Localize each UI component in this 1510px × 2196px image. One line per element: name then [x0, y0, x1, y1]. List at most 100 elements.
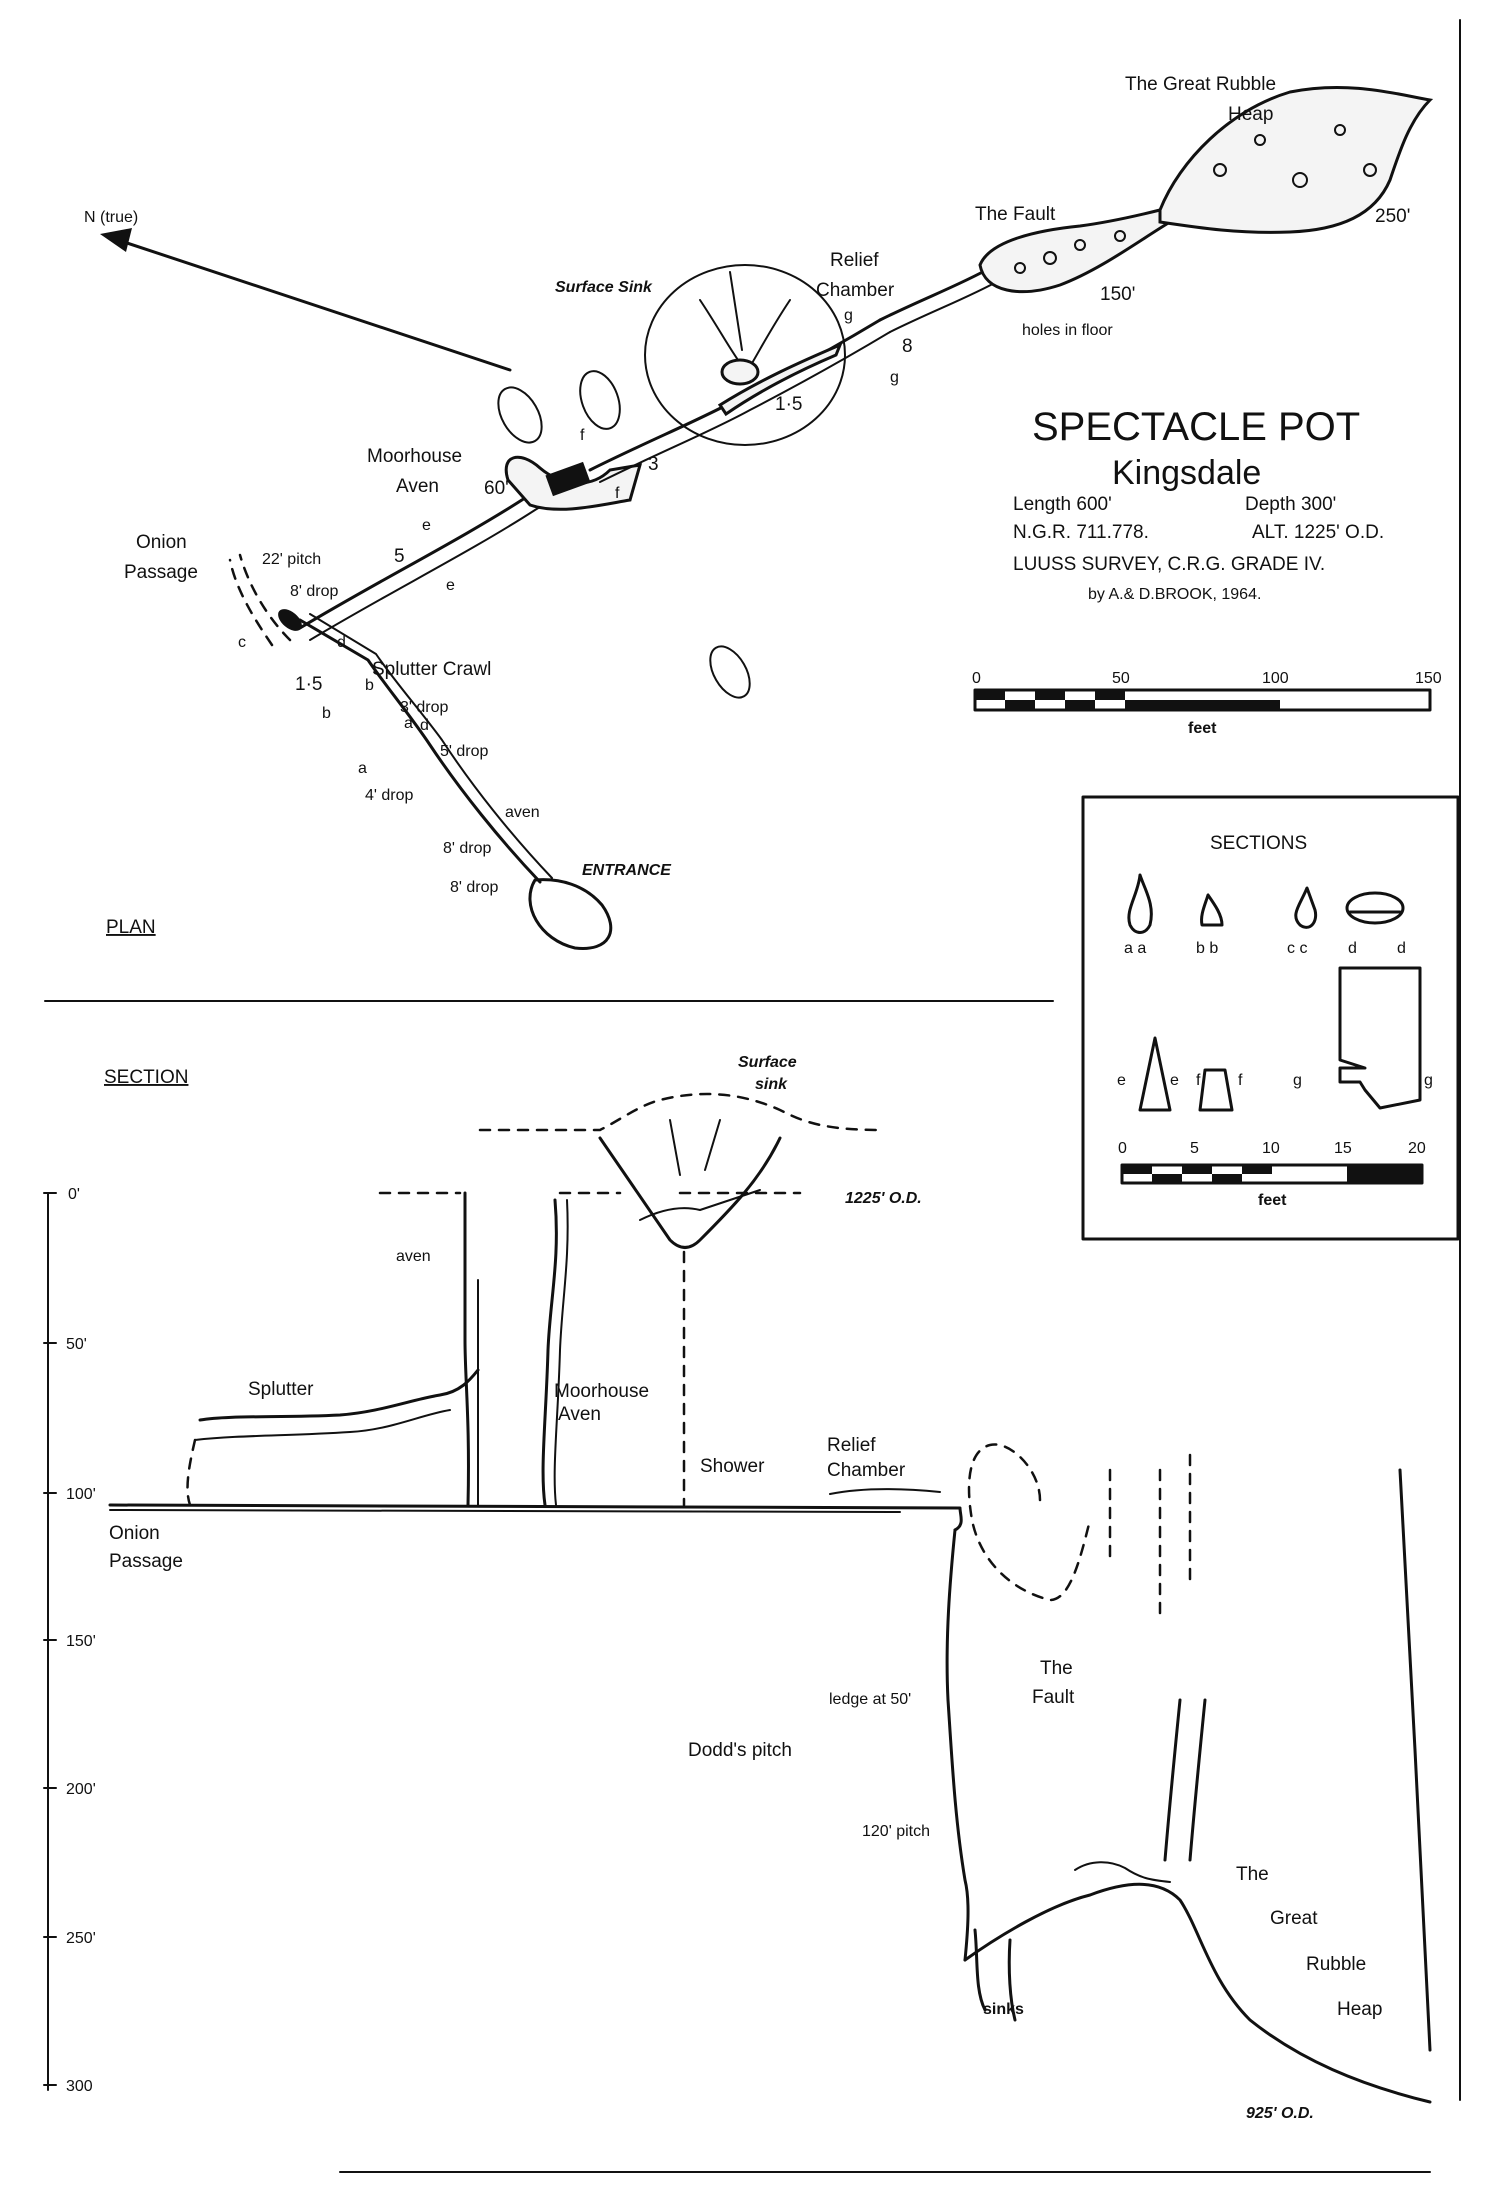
- letter-g1: g: [844, 307, 853, 324]
- alt-text: ALT. 1225' O.D.: [1252, 522, 1384, 543]
- surface-sink-label: Surface Sink: [555, 279, 653, 296]
- fault-west-wall: [945, 1528, 970, 1962]
- drop-8c-label: 8' drop: [450, 879, 499, 896]
- sec-relief-label: Relief: [827, 1435, 876, 1456]
- sec-shower-label: Shower: [700, 1456, 765, 1477]
- letter-b1: b: [322, 705, 331, 722]
- drop-5-label: 5' drop: [440, 743, 489, 760]
- sec-rubble-label-3: Rubble: [1306, 1954, 1366, 1975]
- height-5: 5: [394, 546, 405, 567]
- sec-tick-0: 0: [1118, 1140, 1127, 1157]
- sec-120-label: 120' pitch: [862, 1823, 930, 1840]
- entrance-shaft: [528, 878, 613, 950]
- height-1-5b: 1·5: [295, 674, 322, 695]
- moorhouse-label: Moorhouse: [367, 446, 462, 467]
- onion-label-2: Passage: [124, 562, 198, 583]
- relief-label-2: Chamber: [816, 280, 895, 301]
- section-bb: b b: [1196, 940, 1218, 957]
- plan-view: N (true): [84, 74, 1434, 950]
- depth-axis: [43, 1192, 57, 2086]
- onion-passage-outline: [238, 553, 292, 642]
- ngr-text: N.G.R. 711.778.: [1013, 522, 1149, 543]
- section-d1: d: [1348, 940, 1357, 957]
- section-f2: f: [1238, 1072, 1243, 1089]
- depth-100: 100': [66, 1486, 96, 1503]
- section-e2: e: [1170, 1072, 1179, 1089]
- scale-tick-100: 100: [1262, 670, 1289, 687]
- sec-tick-20: 20: [1408, 1140, 1426, 1157]
- sec-rubble-label-4: Heap: [1337, 1999, 1382, 2020]
- sections-heading: SECTIONS: [1210, 833, 1307, 854]
- od-bottom-label: 925' O.D.: [1246, 2105, 1314, 2122]
- sec-rubble-label: The: [1236, 1864, 1269, 1885]
- surface-sink-cone: [598, 1136, 782, 1249]
- moorhouse-aven-walls: [463, 1191, 558, 1507]
- section-view: SECTION 0' 50' 100' 150' 200' 250' 300: [43, 1054, 1432, 2122]
- survey-title: SPECTACLE POT: [1032, 405, 1360, 449]
- survey-grade-text: LUUSS SURVEY, C.R.G. GRADE IV.: [1013, 554, 1325, 575]
- depth-text: Depth 300': [1245, 494, 1336, 515]
- holes-label: holes in floor: [1022, 322, 1113, 339]
- section-heading: SECTION: [104, 1067, 188, 1088]
- section-f1: f: [1196, 1072, 1201, 1089]
- sec-scale-unit: feet: [1258, 1192, 1287, 1209]
- depth-250: 250': [66, 1930, 96, 1947]
- rubble-heap-label: The Great Rubble: [1125, 74, 1276, 95]
- section-e1: e: [1117, 1072, 1126, 1089]
- letter-f1: f: [580, 427, 585, 444]
- length-text: Length 600': [1013, 494, 1112, 515]
- depth-0: 0': [68, 1186, 80, 1203]
- letter-c: c: [238, 634, 246, 651]
- north-label: N (true): [84, 209, 138, 226]
- rubble-texture: [1014, 124, 1377, 274]
- fault-dashed-arch: [967, 1443, 1092, 1602]
- fault-rubble-column: [1163, 1698, 1207, 1862]
- main-floor: [108, 1503, 963, 1532]
- surveyors-text: by A.& D.BROOK, 1964.: [1088, 586, 1261, 603]
- entrance-label: ENTRANCE: [582, 862, 672, 879]
- section-aa: a a: [1124, 940, 1146, 957]
- section-cc: c c: [1287, 940, 1307, 957]
- height-1-5a: 1·5: [775, 394, 802, 415]
- surface-sink-sec-label: Surface: [738, 1054, 797, 1071]
- sec-rubble-label-2: Great: [1270, 1908, 1318, 1929]
- fault-label: The Fault: [975, 204, 1056, 225]
- great-rubble-heap: [1158, 85, 1434, 234]
- surface-line: [478, 1092, 882, 1132]
- sec-splutter-label: Splutter: [248, 1379, 314, 1400]
- sec-aven-label: aven: [396, 1248, 431, 1265]
- letter-e1: e: [422, 517, 431, 534]
- letter-a2: a: [404, 715, 413, 732]
- splutter-crawl-label: Splutter Crawl: [372, 659, 491, 680]
- sec-fault-label: The: [1040, 1658, 1073, 1679]
- height-60: 60': [484, 478, 509, 499]
- sec-onion-label: Onion: [109, 1523, 160, 1544]
- plan-heading: PLAN: [106, 917, 156, 938]
- section-g2: g: [1424, 1072, 1433, 1089]
- letter-g2: g: [890, 369, 899, 386]
- drop-8a-label: 8' drop: [290, 583, 339, 600]
- north-arrow-icon: [100, 228, 512, 372]
- title-block: SPECTACLE POT Kingsdale Length 600' Dept…: [1013, 405, 1384, 603]
- letter-d2: d: [420, 717, 429, 734]
- letter-f2: f: [615, 485, 620, 502]
- section-d2: d: [1397, 940, 1406, 957]
- relief-label: Relief: [830, 250, 879, 271]
- moorhouse-label-2: Aven: [396, 476, 439, 497]
- section-g1: g: [1293, 1072, 1302, 1089]
- drop-4-label: 4' drop: [365, 787, 414, 804]
- depth-50: 50': [66, 1336, 87, 1353]
- surface-sink-sec-label-2: sink: [755, 1076, 788, 1093]
- depth-300: 300: [66, 2078, 93, 2095]
- pitch-22-label: 22' pitch: [262, 551, 321, 568]
- letter-e2: e: [446, 577, 455, 594]
- od-top-label: 1225' O.D.: [845, 1190, 922, 1207]
- scale-unit: feet: [1188, 720, 1217, 737]
- letter-b2: b: [365, 677, 374, 694]
- letter-a1: a: [358, 760, 367, 777]
- aven-label: aven: [505, 804, 540, 821]
- sinks: [973, 1928, 1017, 2022]
- sec-ledge-label: ledge at 50': [829, 1691, 911, 1708]
- entrance-passage: [298, 618, 542, 884]
